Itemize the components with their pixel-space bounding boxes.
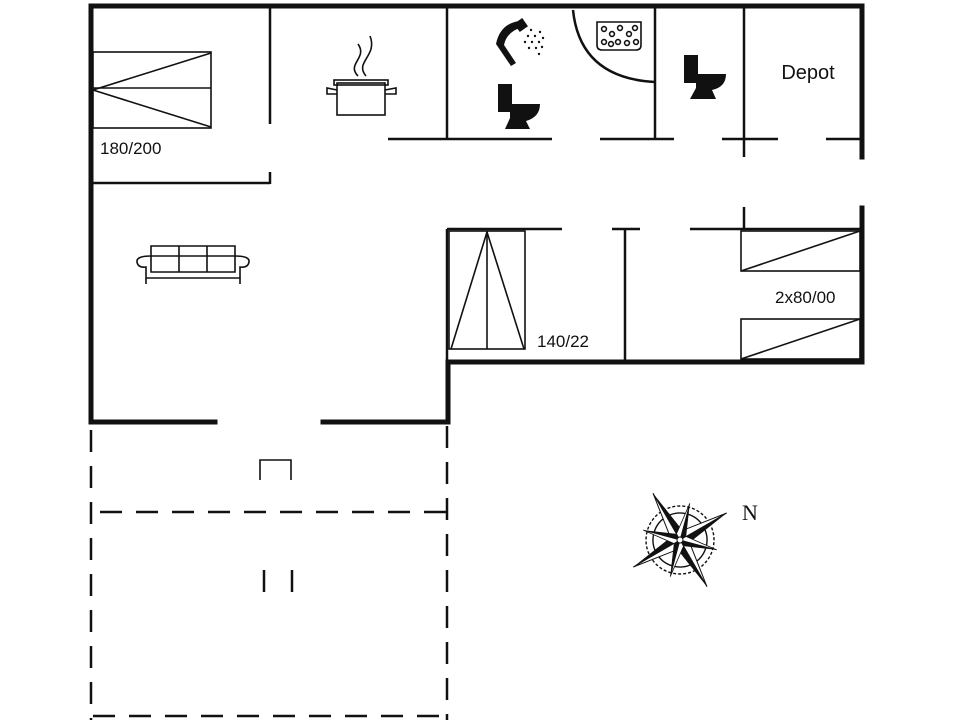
north-label: N [742, 500, 758, 525]
cooking-pot-icon [326, 35, 397, 116]
sofa-icon [136, 245, 250, 284]
shower-icon [496, 18, 545, 66]
bed-icon [92, 51, 212, 129]
terrace-outline [89, 426, 449, 720]
compass-rose-icon [632, 492, 728, 588]
bed-icon [740, 318, 861, 360]
bed-size-label-twin: 2x80/00 [775, 288, 836, 307]
interior-walls [93, 8, 862, 362]
depot-label: Depot [781, 62, 835, 84]
toilet-icon [684, 55, 726, 99]
whirlpool-icon [596, 21, 642, 51]
bed-size-label-double: 140/22 [537, 332, 589, 351]
toilet-icon [498, 84, 540, 129]
bed-size-label-master: 180/200 [100, 139, 161, 158]
bed-icon [448, 230, 526, 350]
bed-icon [740, 230, 861, 272]
